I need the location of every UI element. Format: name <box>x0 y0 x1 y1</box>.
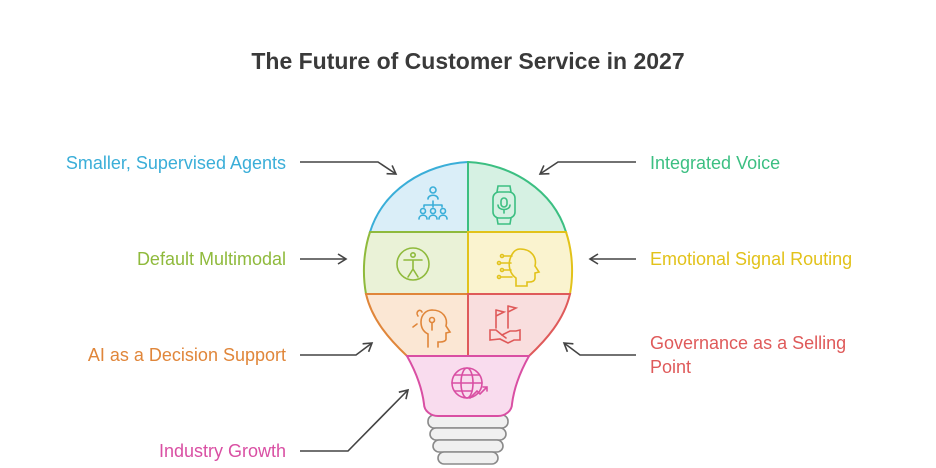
segment-integrated-voice <box>467 160 568 233</box>
label-governance-line2: Point <box>650 357 692 377</box>
arrow-governance-selling-point <box>562 342 636 356</box>
segment-industry-growth <box>405 355 531 417</box>
arrow-industry-growth <box>300 388 410 452</box>
head-thinking-icon <box>412 309 452 348</box>
ai-head-circuit-icon <box>496 248 541 287</box>
handshake-flags-icon <box>489 305 521 344</box>
arrow-smaller-supervised-agents <box>300 161 398 175</box>
segment-smaller-supervised-agents <box>368 160 469 233</box>
accessibility-person-icon <box>396 247 430 281</box>
label-governance-line1: Governance as a Selling <box>650 333 847 353</box>
segment-governance-selling-point <box>467 293 572 357</box>
label-ai-decision-support: AI as a Decision Support <box>87 345 286 365</box>
globe-growth-icon <box>451 367 488 399</box>
arrow-integrated-voice <box>538 161 636 175</box>
label-emotional-signal-routing: Emotional Signal Routing <box>650 249 853 269</box>
arrow-ai-decision-support <box>300 342 374 356</box>
people-hierarchy-icon <box>418 186 448 220</box>
smartwatch-microphone-icon <box>492 185 516 225</box>
label-industry-growth: Industry Growth <box>158 441 286 461</box>
bulb-screw-base <box>427 414 509 465</box>
page-title: The Future of Customer Service in 2027 <box>251 48 685 74</box>
label-integrated-voice: Integrated Voice <box>650 153 781 173</box>
segment-default-multimodal <box>362 231 469 295</box>
label-default-multimodal: Default Multimodal <box>136 249 286 269</box>
label-governance-selling-point: Governance as a Selling Point <box>650 331 846 379</box>
label-smaller-supervised-agents: Smaller, Supervised Agents <box>65 153 286 173</box>
segment-emotional-signal-routing <box>467 231 574 295</box>
